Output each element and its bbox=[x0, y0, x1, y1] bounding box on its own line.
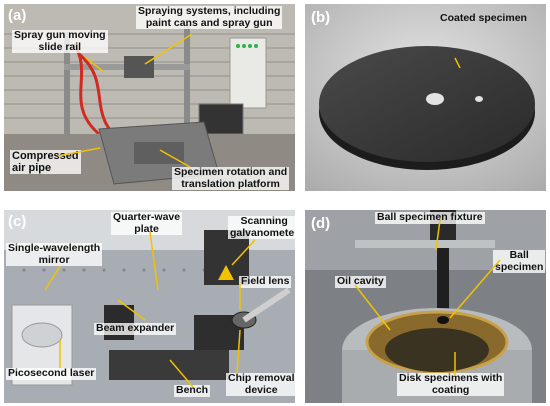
annotation-picosecond-laser: Picosecond laser bbox=[6, 367, 97, 380]
annotation-chip-removal: Chip removal device bbox=[226, 372, 295, 397]
panel-a-label: (a) bbox=[8, 7, 27, 24]
annotation-beam-expander: Beam expander bbox=[94, 322, 177, 335]
annotation-coated-specimen: Coated specimen bbox=[440, 12, 527, 24]
annotation-ball-fixture: Ball specimen fixture bbox=[375, 211, 485, 224]
panel-c-photo: (c) Single-wavelength mirror Quarter-wav… bbox=[4, 210, 295, 403]
annotation-oil-cavity: Oil cavity bbox=[335, 275, 386, 288]
panel-b-photo: (b) Coated specimen bbox=[305, 4, 546, 191]
annotation-compressed-air-pipe: Compressed air pipe bbox=[10, 150, 81, 175]
annotation-scanning-galvanometer: Scanning galvanometer bbox=[228, 215, 295, 240]
annotation-bench: Bench bbox=[174, 384, 211, 397]
annotation-disk-specimens: Disk specimens with coating bbox=[397, 372, 505, 397]
annotation-field-lens: Field lens bbox=[239, 275, 292, 288]
panel-d-photo: (d) Ball specimen fixture Ball specimen … bbox=[305, 210, 546, 403]
panel-c-label: (c) bbox=[8, 213, 27, 230]
annotation-specimen-platform: Specimen rotation and translation platfo… bbox=[172, 166, 290, 191]
coated-disk-illustration bbox=[305, 4, 546, 191]
annotation-mirror: Single-wavelength mirror bbox=[6, 242, 103, 267]
panel-d-label: (d) bbox=[311, 215, 331, 232]
panel-b-label: (b) bbox=[311, 9, 331, 26]
annotation-slide-rail: Spray gun moving slide rail bbox=[12, 29, 108, 54]
annotation-spraying-systems: Spraying systems, including paint cans a… bbox=[136, 5, 283, 30]
panel-a-photo: (a) Spray gun moving slide rail Spraying… bbox=[4, 4, 295, 191]
tribometer-illustration bbox=[305, 210, 546, 403]
annotation-ball-specimen: Ball specimen bbox=[493, 249, 546, 274]
annotation-quarter-wave: Quarter-wave plate bbox=[111, 211, 183, 236]
